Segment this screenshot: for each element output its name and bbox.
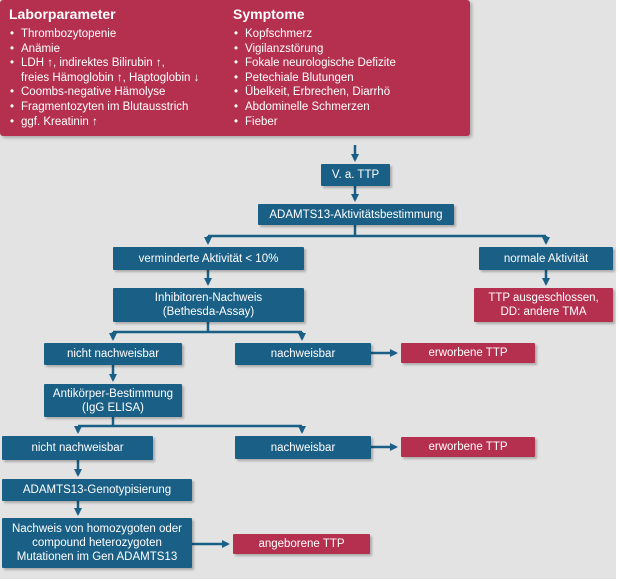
node-inhibitor-assay: Inhibitoren-Nachweis (Bethesda-Assay) [113, 288, 304, 322]
node-antibody-test-line1: Antikörper-Bestimmung [52, 387, 174, 400]
node-reduced-activity-label: verminderte Aktivität < 10% [138, 252, 279, 265]
node-genotyping-label: ADAMTS13-Genotypisierung [22, 484, 172, 496]
node-acquired-ttp-1-label: erworbene TTP [428, 347, 508, 359]
node-mutation-detection: Nachweis von homozygoten oder compound h… [2, 518, 192, 568]
symptom-item: Übelkeit, Erbrechen, Diarrhö [234, 85, 396, 100]
symptoms-heading: Symptome [233, 6, 305, 22]
lab-parameters-list: Thrombozytopenie Anämie LDH ↑, indirekte… [9, 27, 199, 129]
node-mutation-detection-line2: compound heterozygoten [32, 537, 162, 549]
node-acquired-ttp-1: erworbene TTP [401, 343, 535, 363]
node-inhibitor-assay-line2: (Bethesda-Assay) [162, 306, 255, 318]
lab-parameters-heading: Laborparameter [9, 6, 116, 22]
lab-item: Fragmentozyten im Blutausstrich [10, 100, 199, 115]
node-detectable-1: nachweisbar [235, 343, 371, 365]
node-not-detectable-1-label: nicht nachweisbar [66, 348, 160, 360]
symptom-item: Fieber [234, 115, 396, 130]
symptom-item: Kopfschmerz [234, 27, 396, 42]
node-normal-activity: normale Aktivität [479, 247, 613, 270]
node-mutation-detection-line3: Mutationen im Gen ADAMTS13 [16, 551, 178, 563]
lab-item: ggf. Kreatinin ↑ [10, 115, 199, 130]
node-antibody-test: Antikörper-Bestimmung (IgG ELISA) [44, 384, 182, 417]
node-suspected-ttp: V. a. TTP [321, 164, 390, 186]
node-ttp-excluded-line1: TTP ausgeschlossen, [488, 292, 599, 304]
node-congenital-ttp: angeborene TTP [233, 534, 370, 554]
symptoms-list: Kopfschmerz Vigilanzstörung Fokale neuro… [233, 27, 396, 129]
lab-item: Anämie [10, 42, 199, 57]
node-antibody-test-line2: (IgG ELISA) [82, 401, 144, 414]
node-adamts13-activity: ADAMTS13-Aktivitätsbestimmung [258, 204, 454, 225]
node-detectable-2-label: nachweisbar [270, 441, 336, 454]
node-ttp-excluded: TTP ausgeschlossen, DD: andere TMA [474, 288, 613, 322]
node-ttp-excluded-line2: DD: andere TMA [500, 306, 587, 318]
node-genotyping: ADAMTS13-Genotypisierung [2, 479, 192, 501]
lab-item: Thrombozytopenie [10, 27, 199, 42]
node-reduced-activity: verminderte Aktivität < 10% [113, 247, 304, 270]
symptom-item: Fokale neurologische Defizite [234, 56, 396, 71]
criteria-box: Laborparameter Thrombozytopenie Anämie L… [0, 0, 470, 136]
lab-item: Coombs-negative Hämolyse [10, 85, 199, 100]
node-adamts13-activity-label: ADAMTS13-Aktivitätsbestimmung [269, 208, 443, 221]
node-congenital-ttp-label: angeborene TTP [258, 538, 345, 550]
symptom-item: Abdominelle Schmerzen [234, 100, 396, 115]
node-normal-activity-label: normale Aktivität [503, 252, 589, 265]
node-acquired-ttp-2: erworbene TTP [401, 437, 535, 457]
lab-item: LDH ↑, indirektes Bilirubin ↑, [10, 56, 199, 71]
node-inhibitor-assay-line1: Inhibitoren-Nachweis [154, 292, 263, 304]
node-detectable-1-label: nachweisbar [270, 348, 336, 360]
node-mutation-detection-line1: Nachweis von homozygoten oder [11, 523, 183, 535]
node-not-detectable-1: nicht nachweisbar [44, 343, 182, 365]
symptoms-column: Symptome Kopfschmerz Vigilanzstörung Fok… [233, 6, 396, 129]
lab-item-continuation: freies Hämoglobin ↑, Haptoglobin ↓ [21, 71, 200, 84]
node-suspected-ttp-label: V. a. TTP [331, 169, 380, 181]
node-detectable-2: nachweisbar [235, 436, 371, 459]
node-acquired-ttp-2-label: erworbene TTP [428, 441, 508, 453]
lab-parameters-column: Laborparameter Thrombozytopenie Anämie L… [9, 6, 199, 129]
node-not-detectable-2: nicht nachweisbar [2, 436, 153, 460]
symptom-item: Petechiale Blutungen [234, 71, 396, 86]
node-not-detectable-2-label: nicht nachweisbar [31, 442, 124, 454]
symptom-item: Vigilanzstörung [234, 42, 396, 57]
